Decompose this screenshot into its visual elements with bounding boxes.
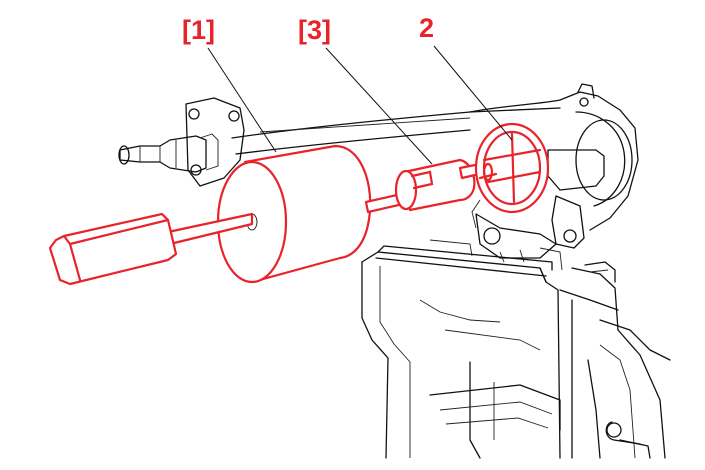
callout-item-1: [1] [182, 15, 215, 45]
bench-vise [361, 239, 671, 459]
callout-item-2: 2 [419, 13, 435, 43]
slide-hammer-handle [48, 212, 178, 286]
leader-lines [207, 45, 513, 165]
steering-housing [118, 83, 639, 263]
bearing-part [474, 122, 550, 214]
callout-item-3: [3] [298, 15, 331, 45]
leader-item-2 [433, 45, 513, 141]
leader-item-3 [325, 47, 433, 165]
leader-item-1 [207, 47, 277, 153]
slide-hammer-weight [216, 144, 372, 284]
